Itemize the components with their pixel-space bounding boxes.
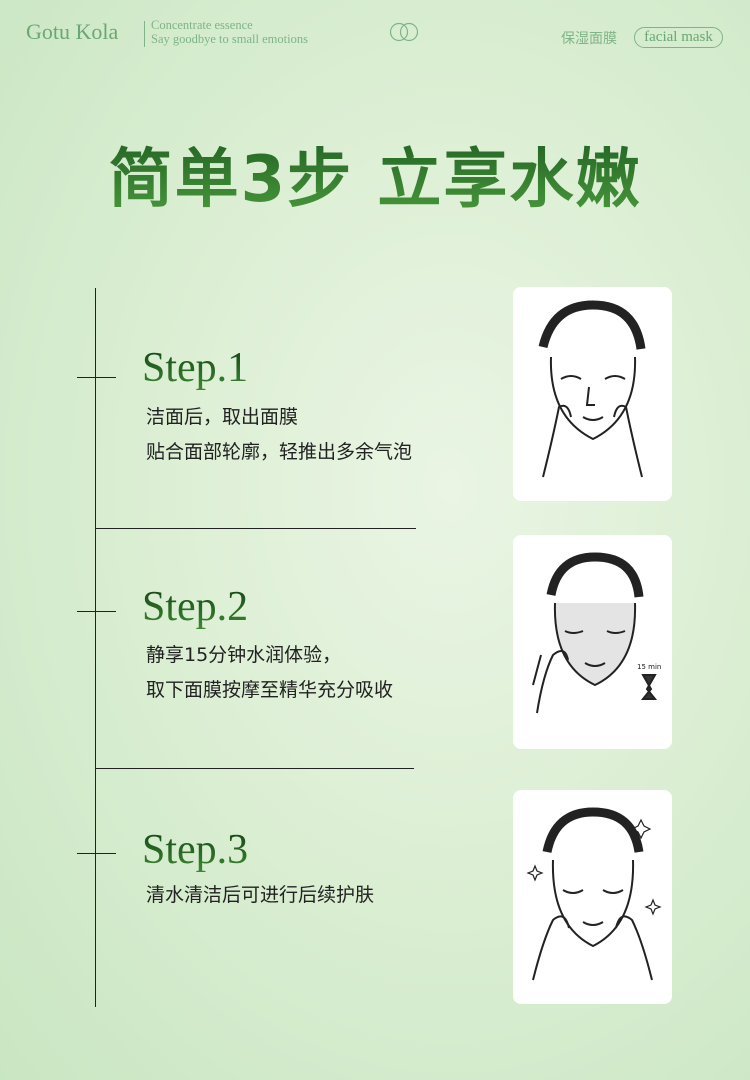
desc-line: 贴合面部轮廓，轻推出多余气泡 [146, 441, 413, 463]
separator [95, 768, 414, 769]
desc-line: 洁面后，取出面膜 [146, 406, 299, 428]
step-3-desc: 清水清洁后可进行后续护肤 [146, 878, 374, 913]
divider [144, 21, 145, 47]
category-cn: 保湿面膜 [561, 31, 617, 47]
step-1-desc: 洁面后，取出面膜贴合面部轮廓，轻推出多余气泡 [146, 400, 412, 470]
page-title: 简单3步 立享水嫩 [0, 128, 750, 220]
step-3-title: Step.3 [142, 827, 249, 873]
category-badge: facial mask [634, 27, 723, 48]
desc-line: 取下面膜按摩至精华充分吸收 [146, 679, 394, 701]
timeline-tick [77, 853, 116, 854]
rings-icon [389, 22, 419, 42]
desc-line: 清水清洁后可进行后续护肤 [146, 884, 375, 906]
step-2-illustration: 15 min [513, 535, 672, 749]
brand-logo: Gotu Kola [26, 19, 119, 44]
timeline-tick [77, 377, 116, 378]
face-apply-icon [538, 300, 646, 478]
step-2-desc: 静享15分钟水润体验， 取下面膜按摩至精华充分吸收 [146, 638, 393, 708]
tagline-2: Say goodbye to small emotions [151, 32, 308, 46]
separator [95, 528, 416, 529]
face-mask-icon: 15 min [532, 552, 661, 714]
step-3-illustration [513, 790, 672, 1004]
step-2-title: Step.2 [142, 584, 249, 630]
face-rinse-icon [526, 807, 662, 981]
timeline-tick [77, 611, 116, 612]
timeline-line [95, 288, 96, 1007]
timer-label: 15 min [637, 663, 661, 671]
desc-line: 静享15分钟水润体验， [146, 644, 342, 666]
step-1-title: Step.1 [142, 345, 249, 391]
tagline-1: Concentrate essence [151, 18, 253, 32]
step-1-illustration [513, 287, 672, 501]
